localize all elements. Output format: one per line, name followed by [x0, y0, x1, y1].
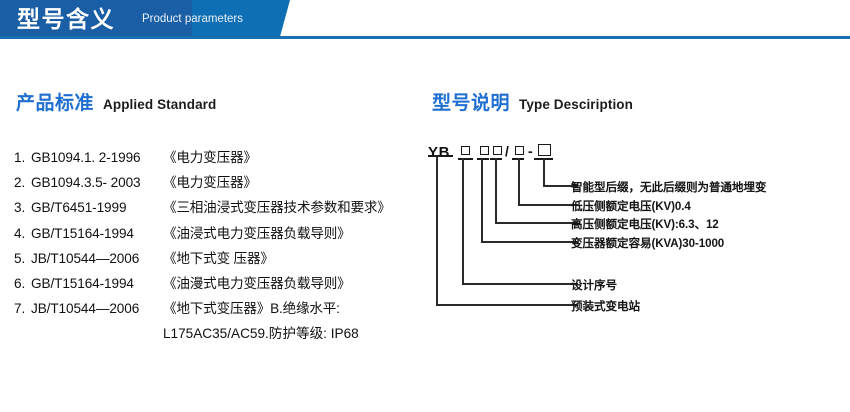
standard-number: 3.	[14, 200, 26, 216]
page-title: 型号含义	[17, 6, 115, 32]
list-item: 2. GB1094.3.5- 2003 《电力变压器》	[14, 171, 444, 196]
callout-prefab-substation: 预装式变电站	[571, 300, 640, 313]
standard-code: JB/T10544—2006	[31, 250, 140, 266]
standard-number: 1.	[14, 150, 26, 165]
type-code-slot-design-serial	[461, 146, 470, 155]
standard-code: GB/T15164-1994	[31, 225, 134, 241]
type-description-heading-en: Type Desciription	[519, 97, 633, 112]
standard-name: 《地下式变 压器》	[163, 250, 274, 266]
underline-prefix	[428, 155, 453, 157]
standard-name: 《电力变压器》	[163, 150, 257, 165]
type-description-heading: 型号说明 Type Desciription	[432, 88, 633, 115]
standard-code: GB1094.1. 2-1996	[31, 150, 141, 165]
list-item: 5. JB/T10544—2006 《地下式变 压器》	[14, 247, 444, 272]
standard-number: 6.	[14, 275, 26, 291]
list-item: 3. GB/T6451-1999 《三相油浸式变压器技术参数和要求》	[14, 196, 444, 221]
leader-h-capacity	[481, 241, 578, 243]
leader-tick-intelligent	[565, 185, 578, 187]
banner-dark-shape	[0, 0, 192, 38]
type-code-prefix: YB	[428, 144, 451, 161]
leader-h-intelligent	[543, 185, 565, 187]
list-item: 1. GB1094.1. 2-1996 《电力变压器》	[14, 146, 444, 171]
page-header-banner: 型号含义 Product parameters	[0, 0, 850, 46]
standard-name: 《油漫式电力变压器负载导则》	[163, 275, 351, 291]
standard-code: GB/T6451-1999	[31, 200, 127, 216]
banner-light-parallelogram	[175, 0, 290, 38]
applied-standard-heading-cn: 产品标准	[16, 93, 95, 114]
leader-h-hv-voltage	[495, 222, 578, 224]
leader-h-prefab	[436, 304, 578, 306]
list-item: 7. JB/T10544—2006 《地下式变压器》B.绝缘水平:	[14, 297, 444, 322]
applied-standard-list: 1. GB1094.1. 2-1996 《电力变压器》 2. GB1094.3.…	[14, 146, 444, 348]
callout-hv-rated-voltage: 高压侧额定电压(KV):6.3、12	[571, 218, 719, 231]
type-code-slot-intelligent	[538, 144, 551, 156]
leader-v-capacity	[481, 158, 483, 242]
leader-h-lv-voltage	[518, 204, 578, 206]
standard-continuation-text: L175AC35/AC59.防护等级: IP68	[163, 326, 359, 342]
type-code-dash: -	[528, 143, 533, 159]
list-item: 4. GB/T15164-1994 《油浸式电力变压器负载导则》	[14, 222, 444, 247]
standard-name: 《地下式变压器》B.绝缘水平:	[163, 301, 340, 317]
page-subtitle: Product parameters	[142, 13, 243, 25]
standard-code: JB/T10544—2006	[31, 301, 140, 317]
underline-slot-2	[477, 158, 489, 160]
standard-number: 7.	[14, 301, 26, 317]
applied-standard-heading: 产品标准 Applied Standard	[16, 88, 216, 115]
type-code-slot-lv-voltage	[515, 146, 524, 155]
standard-number: 2.	[14, 175, 26, 191]
type-code-slot-capacity-1	[480, 146, 489, 155]
leader-v-intelligent	[543, 158, 545, 186]
type-description-heading-cn: 型号说明	[432, 93, 511, 114]
callout-design-serial: 设计序号	[571, 279, 617, 292]
banner-underline-rule	[0, 36, 850, 39]
leader-h-design-serial	[462, 283, 578, 285]
leader-v-design-serial	[462, 158, 464, 284]
applied-standard-heading-en: Applied Standard	[103, 97, 217, 112]
list-item: 6. GB/T15164-1994 《油漫式电力变压器负载导则》	[14, 272, 444, 297]
standard-name: 《三相油浸式变压器技术参数和要求》	[163, 200, 391, 216]
leader-v-lv-voltage	[518, 158, 520, 205]
standard-number: 5.	[14, 250, 26, 266]
standard-code: GB1094.3.5- 2003	[31, 175, 141, 191]
callout-intelligent-suffix: 智能型后缀，无此后缀则为普通地埋变	[571, 181, 767, 194]
type-code-slot-capacity-2	[493, 146, 502, 155]
standard-name: 《油浸式电力变压器负载导则》	[163, 225, 351, 241]
standard-continuation-line: L175AC35/AC59.防护等级: IP68	[14, 322, 444, 347]
leader-v-hv-voltage	[495, 158, 497, 223]
type-code-diagram: YB / -	[420, 140, 850, 345]
callout-rated-capacity: 变压器额定容易(KVA)30-1000	[571, 237, 725, 250]
callout-lv-rated-voltage: 低压侧额定电压(KV)0.4	[571, 200, 691, 213]
standard-name: 《电力变压器》	[163, 175, 257, 191]
underline-slot-1	[458, 158, 473, 160]
leader-v-prefab	[436, 155, 438, 305]
standard-code: GB/T15164-1994	[31, 275, 134, 291]
type-code-slash: /	[505, 143, 509, 159]
standard-number: 4.	[14, 225, 26, 241]
